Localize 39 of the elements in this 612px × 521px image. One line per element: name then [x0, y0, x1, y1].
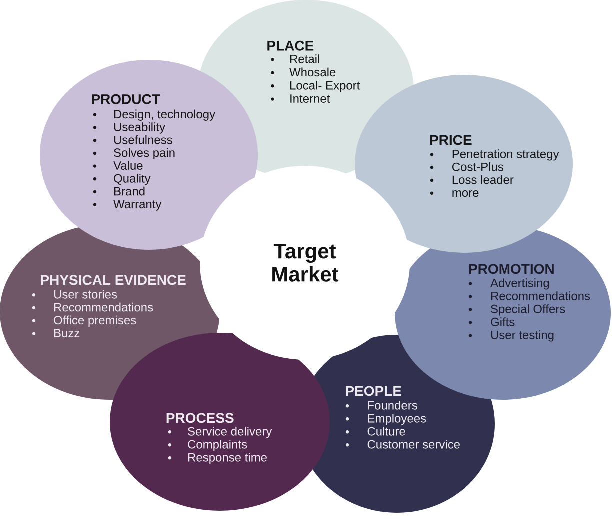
list-item: Retail [290, 54, 320, 64]
list-item: Usefulness [114, 136, 172, 144]
list-item: Solves pain [114, 148, 175, 160]
list-item: Complaints [188, 440, 248, 452]
list-item: Loss leader [452, 175, 514, 184]
list-item: Employees [368, 414, 426, 426]
category-heading: PRICE [430, 135, 472, 146]
list-item: Customer service [368, 440, 460, 449]
list-item: Warranty [114, 200, 162, 211]
list-item: Founders [368, 401, 418, 410]
list-item: User stories [54, 290, 118, 299]
list-item: Internet [290, 94, 330, 104]
list-item: Service delivery [188, 427, 272, 438]
category-heading: PHYSICAL EVIDENCE [41, 275, 186, 286]
category-heading: PRODUCT [92, 94, 160, 104]
list-item: Quality [114, 174, 151, 186]
category-heading: PROMOTION [469, 264, 554, 274]
list-item: Useability [114, 122, 166, 134]
category-heading: PEOPLE [346, 386, 402, 396]
list-item: Buzz [54, 329, 80, 338]
list-item: Penetration strategy [452, 150, 560, 161]
list-item: Whosale [290, 68, 336, 77]
list-item: Office premises [54, 316, 136, 327]
list-item: more [452, 190, 479, 198]
list-item: Cost-Plus [452, 162, 504, 172]
list-item: Recommendations [491, 292, 590, 300]
list-item: User testing [491, 330, 554, 342]
list-item: Brand [114, 186, 145, 196]
category-heading: PLACE [268, 40, 314, 51]
list-item: Culture [368, 427, 406, 436]
list-item: Response time [188, 453, 267, 464]
category-heading: PROCESS [166, 413, 234, 424]
list-item: Special Offers [491, 304, 566, 316]
list-item: Advertising [490, 278, 550, 290]
list-item: Recommendations [54, 302, 154, 312]
list-item: Value [114, 161, 143, 170]
list-item: Design, technology [114, 110, 216, 121]
list-item: Gifts [491, 318, 515, 326]
list-item: Local- Export [290, 81, 360, 92]
